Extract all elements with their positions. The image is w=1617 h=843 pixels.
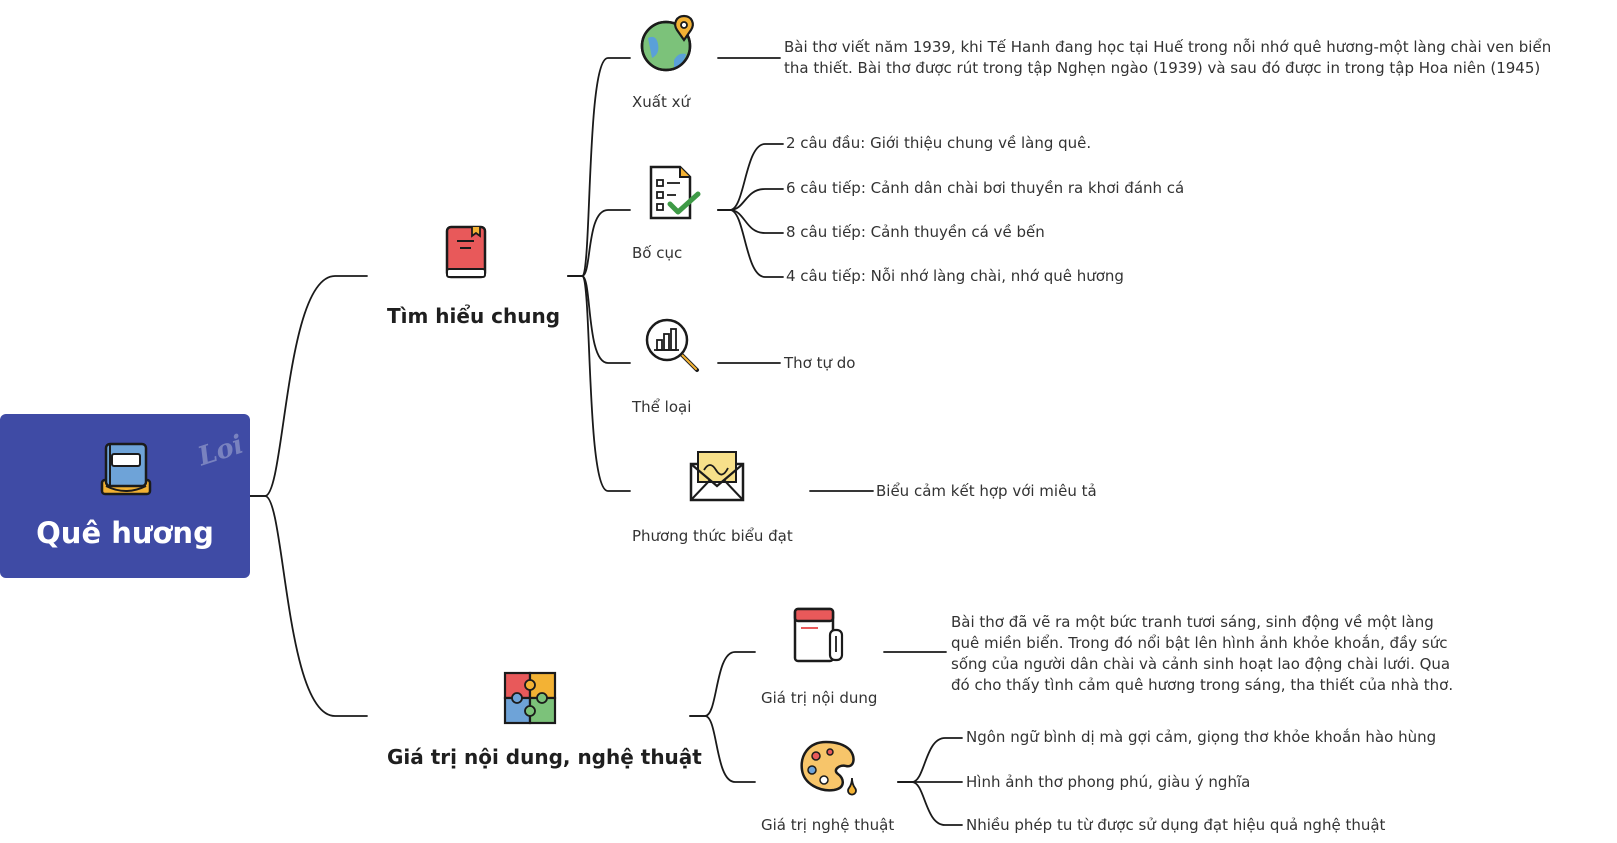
- the-loai-text: Thơ tự do: [784, 354, 856, 372]
- connector-branch1-bocuc: [567, 209, 631, 277]
- node-label-gia-tri-nghe-thuat[interactable]: Giá trị nghệ thuật: [761, 816, 895, 834]
- notebook-icon: [793, 607, 844, 663]
- connector-bocuc-item4: [717, 209, 784, 278]
- watermark: Loi: [194, 429, 248, 473]
- node-label-the-loai[interactable]: Thể loại: [632, 398, 692, 416]
- nghe-thuat-item-3: Nhiều phép tu từ được sử dụng đạt hiệu q…: [966, 816, 1386, 834]
- node-label-phuong-thuc-bieu-dat[interactable]: Phương thức biểu đạt: [632, 527, 793, 545]
- puzzle-icon: [503, 671, 557, 725]
- palette-icon: [800, 740, 857, 796]
- xuat-xu-line-1: Bài thơ viết năm 1939, khi Tế Hanh đang …: [784, 38, 1552, 56]
- nghe-thuat-item-1: Ngôn ngữ bình dị mà gợi cảm, giọng thơ k…: [966, 728, 1437, 746]
- bo-cuc-item-1: 2 câu đầu: Giới thiệu chung về làng quê.: [786, 134, 1092, 152]
- phuong-thuc-text: Biểu cảm kết hợp với miêu tả: [876, 482, 1097, 500]
- connector-bocuc-item1: [717, 143, 784, 211]
- connector-bocuc-item3: [717, 209, 784, 234]
- magnifier-chart-icon: [645, 318, 699, 372]
- bo-cuc-item-2: 6 câu tiếp: Cảnh dân chài bơi thuyền ra …: [786, 179, 1185, 197]
- connector-nghethuat-item3: [897, 781, 963, 826]
- noi-dung-line-4: đó cho thấy tình cảm quê hương trong sán…: [951, 676, 1454, 694]
- connector-branch2-nghethuat: [689, 715, 756, 783]
- envelope-letter-icon: [689, 451, 745, 502]
- globe-pin-icon: [640, 14, 694, 72]
- noi-dung-line-3: sống của người dân chài và cảnh sinh hoạ…: [951, 655, 1451, 673]
- connector-branch1-xuatxu: [567, 57, 631, 277]
- connector-branch2-noidung: [689, 651, 756, 717]
- bo-cuc-item-4: 4 câu tiếp: Nỗi nhớ làng chài, nhớ quê h…: [786, 267, 1124, 285]
- xuat-xu-line-2: tha thiết. Bài thơ được rút trong tập Ng…: [784, 59, 1541, 77]
- root-title: Quê hương: [36, 516, 214, 550]
- node-label-gia-tri-noi-dung[interactable]: Giá trị nội dung: [761, 689, 878, 707]
- xuat-xu-text: Bài thơ viết năm 1939, khi Tế Hanh đang …: [784, 37, 1551, 79]
- connector-root-branch1: [249, 275, 368, 497]
- node-label-bo-cuc[interactable]: Bố cục: [632, 244, 683, 262]
- noi-dung-line-2: quê miền biển. Trong đó nổi bật lên hình…: [951, 634, 1448, 652]
- root-node[interactable]: Loi Quê hương: [0, 414, 250, 578]
- red-book-icon: [445, 225, 487, 279]
- gia-tri-noi-dung-text: Bài thơ đã vẽ ra một bức tranh tươi sáng…: [951, 612, 1453, 696]
- connector-root-branch2: [249, 495, 368, 717]
- bo-cuc-item-3: 8 câu tiếp: Cảnh thuyền cá về bến: [786, 223, 1045, 241]
- checklist-icon: [649, 165, 701, 220]
- branch-title-gia-tri[interactable]: Giá trị nội dung, nghệ thuật: [387, 745, 702, 769]
- branch-title-tim-hieu-chung[interactable]: Tìm hiểu chung: [387, 304, 561, 328]
- nghe-thuat-item-2: Hình ảnh thơ phong phú, giàu ý nghĩa: [966, 773, 1251, 791]
- noi-dung-line-1: Bài thơ đã vẽ ra một bức tranh tươi sáng…: [951, 613, 1434, 631]
- connector-nghethuat-item1: [897, 737, 963, 783]
- node-label-xuat-xu[interactable]: Xuất xứ: [632, 93, 691, 111]
- connector-branch1-phuongthuc: [567, 275, 631, 492]
- book-stack-icon: [100, 442, 152, 496]
- connector-branch1-theloai: [567, 275, 631, 364]
- connector-bocuc-item2: [717, 188, 784, 211]
